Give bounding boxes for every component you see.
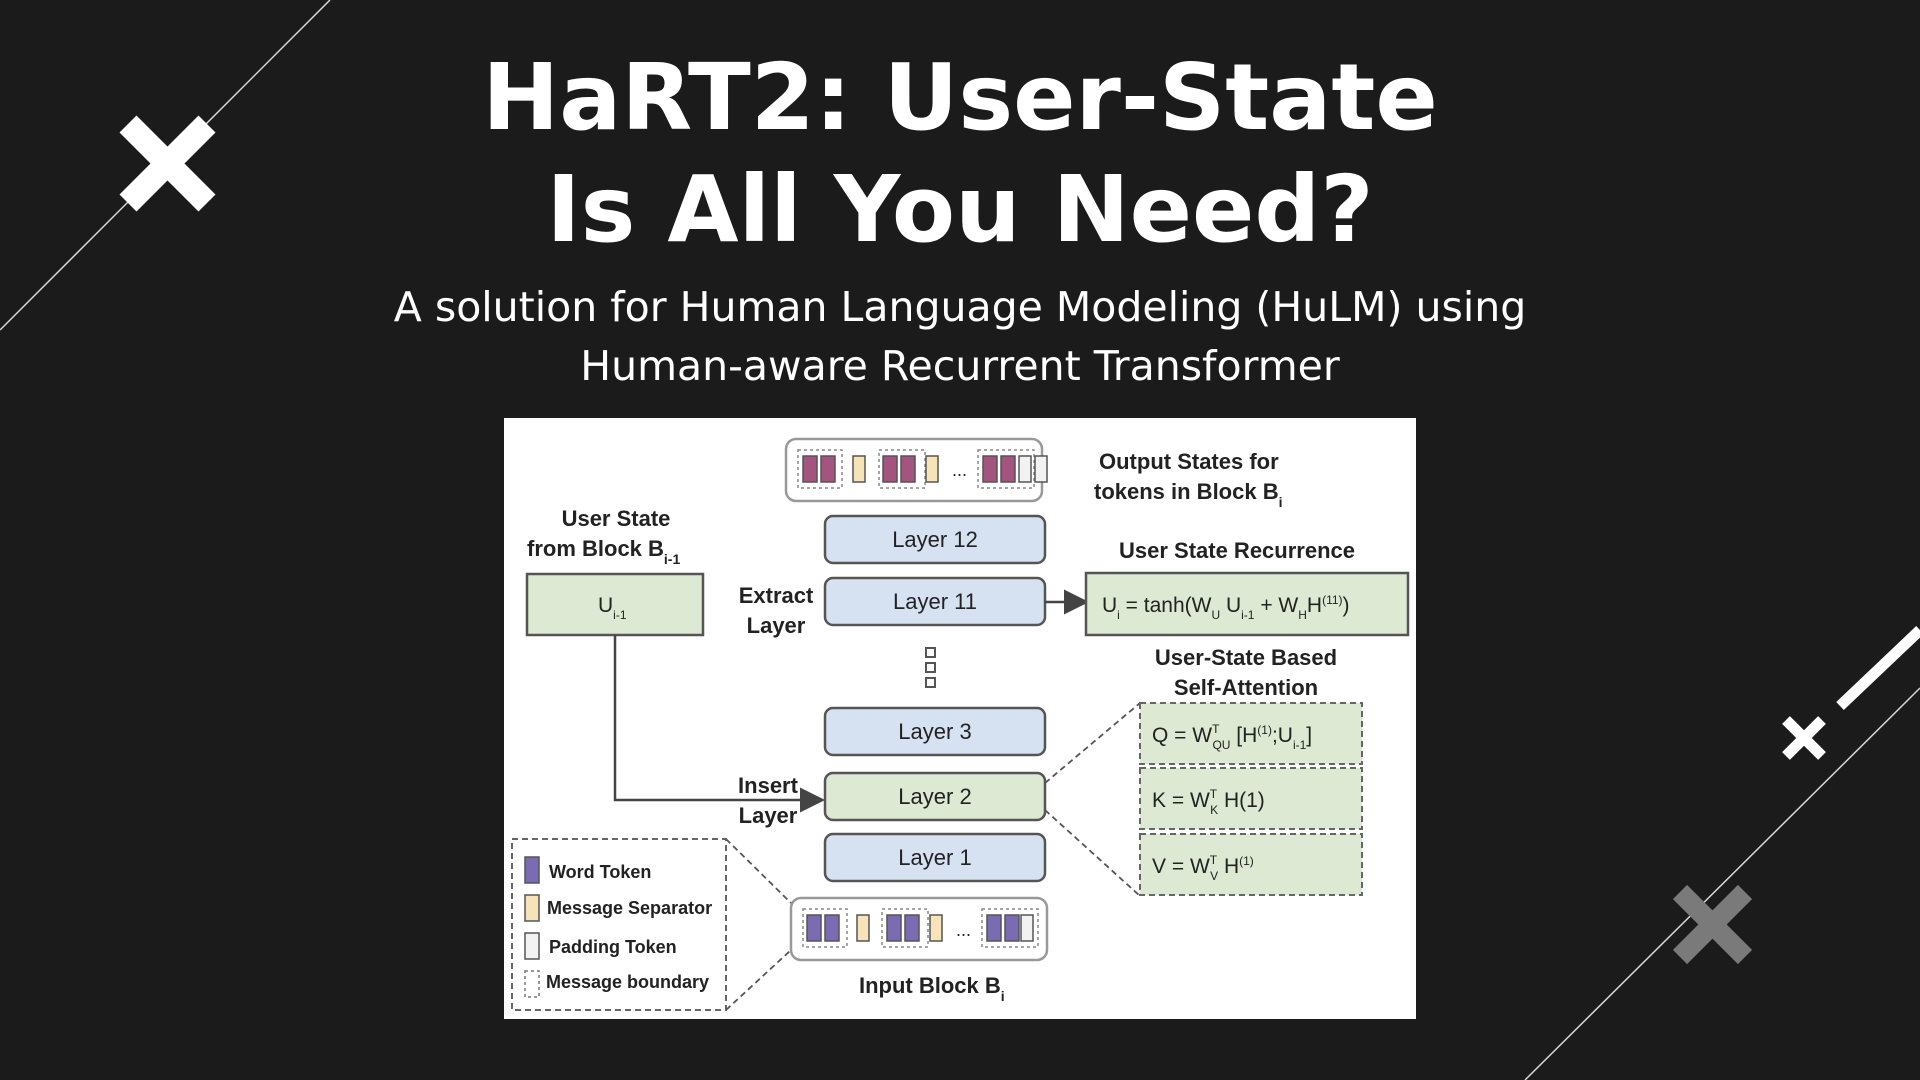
input-word-token — [886, 914, 902, 942]
output-padding-token — [1018, 455, 1032, 483]
legend-word-token-label: Word Token — [549, 862, 651, 882]
legend-separator-swatch — [524, 894, 540, 922]
user-state-box-label: Ui-1 — [598, 594, 627, 622]
layer-1: Layer 1 — [823, 832, 1047, 883]
svg-text:Layer 3: Layer 3 — [898, 719, 971, 744]
legend-boundary-label: Message boundary — [546, 972, 709, 992]
user-state-title-line-2: from Block Bi-1 — [527, 536, 680, 567]
attention-title-line-2: Self-Attention — [1174, 675, 1318, 700]
output-word-token — [882, 455, 898, 483]
layer-2: Layer 2 — [823, 771, 1047, 822]
subtitle: A solution for Human Language Modeling (… — [0, 278, 1920, 396]
attention-title-line-1: User-State Based — [1155, 645, 1337, 670]
insert-label-line-1: Insert — [738, 773, 799, 798]
output-word-token — [900, 455, 916, 483]
subtitle-line-1: A solution for Human Language Modeling (… — [393, 283, 1527, 331]
recurrence-title: User State Recurrence — [1119, 538, 1355, 563]
output-word-token — [802, 455, 818, 483]
output-title-line-2: tokens in Block Bi — [1094, 479, 1282, 510]
vertical-ellipsis-icon — [925, 647, 936, 688]
legend-boundary-swatch — [524, 970, 540, 998]
insert-label-line-2: Layer — [739, 803, 798, 828]
legend: Word Token Message Separator Padding Tok… — [511, 838, 792, 1011]
output-separator-token — [925, 455, 939, 483]
layer-3: Layer 3 — [823, 706, 1047, 757]
svg-text:Layer 1: Layer 1 — [898, 845, 971, 870]
diagonal-line-bottom-right — [1524, 687, 1920, 1080]
svg-text:Layer 2: Layer 2 — [898, 784, 971, 809]
output-token-strip: ... — [784, 437, 1048, 503]
title-line-1: HaRT2: User-State — [482, 44, 1438, 151]
legend-separator-label: Message Separator — [547, 898, 712, 918]
attention-connector-top — [1044, 702, 1141, 784]
subtitle-line-2: Human-aware Recurrent Transformer — [580, 342, 1340, 390]
legend-padding-swatch — [524, 932, 540, 960]
input-ellipsis: ... — [956, 920, 971, 940]
input-separator-token — [856, 914, 870, 942]
attention-connector-bottom — [1044, 809, 1141, 897]
recurrence-formula-box — [1084, 571, 1410, 637]
x-mark-icon — [1782, 716, 1826, 760]
diagram-canvas: ... Output States for tokens in Block Bi… — [511, 437, 1410, 1011]
output-ellipsis: ... — [952, 460, 967, 480]
output-padding-token — [1034, 455, 1048, 483]
output-word-token — [982, 455, 998, 483]
input-word-token — [904, 914, 920, 942]
svg-text:Layer 11: Layer 11 — [893, 589, 977, 614]
extract-label-line-2: Layer — [747, 613, 806, 638]
page-title: HaRT2: User-State Is All You Need? — [0, 42, 1920, 266]
input-word-token — [806, 914, 822, 942]
extract-label-line-1: Extract — [739, 583, 814, 608]
layer-12: Layer 12 — [823, 514, 1047, 565]
svg-text:Layer 12: Layer 12 — [892, 527, 978, 552]
input-word-token — [986, 914, 1002, 942]
output-separator-token — [852, 455, 866, 483]
input-word-token — [824, 914, 840, 942]
output-title-line-1: Output States for — [1099, 449, 1279, 474]
user-state-box — [525, 572, 705, 637]
output-word-token — [1000, 455, 1016, 483]
input-block-title: Input Block Bi — [859, 973, 1005, 1004]
architecture-diagram: ... Output States for tokens in Block Bi… — [504, 418, 1416, 1019]
legend-word-token-swatch — [524, 856, 540, 884]
title-line-2: Is All You Need? — [546, 156, 1374, 263]
x-mark-icon — [119, 115, 216, 212]
user-state-title-line-1: User State — [562, 506, 671, 531]
insert-arrow — [613, 635, 825, 813]
x-mark-icon — [1672, 884, 1753, 965]
input-word-token — [1004, 914, 1020, 942]
input-token-strip: ... — [789, 896, 1049, 962]
output-word-token — [820, 455, 836, 483]
input-separator-token — [929, 914, 943, 942]
accent-slash — [1836, 626, 1920, 710]
legend-padding-label: Padding Token — [549, 937, 677, 957]
layer-11: Layer 11 — [823, 576, 1047, 627]
input-padding-token — [1020, 914, 1034, 942]
